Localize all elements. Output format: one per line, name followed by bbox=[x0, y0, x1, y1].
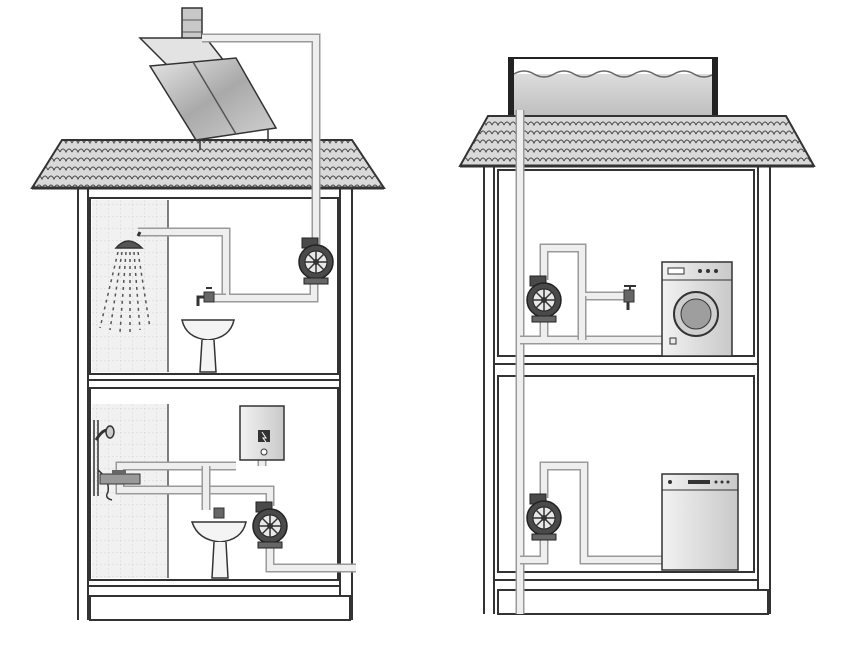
dishwasher-icon bbox=[661, 473, 739, 571]
washbasin-icon bbox=[181, 319, 235, 373]
left-roof bbox=[30, 139, 386, 189]
shower-wall-tiles bbox=[92, 200, 168, 372]
solar-panel-icon bbox=[138, 7, 278, 150]
pump-icon[interactable] bbox=[298, 237, 334, 285]
right-roof bbox=[458, 115, 816, 167]
pump-icon[interactable] bbox=[526, 493, 562, 541]
right-house bbox=[458, 57, 816, 615]
faucet-icon bbox=[623, 285, 636, 310]
faucet-icon bbox=[196, 287, 215, 306]
water-tank-icon bbox=[508, 57, 718, 119]
washing-machine-icon bbox=[661, 261, 733, 357]
left-house-pipes bbox=[115, 33, 356, 573]
pump-icon[interactable] bbox=[252, 501, 288, 549]
pump-icon[interactable] bbox=[526, 275, 562, 323]
right-house-pipes bbox=[515, 110, 664, 614]
shower-icon bbox=[99, 231, 151, 333]
water-heater-icon bbox=[239, 405, 285, 461]
left-house bbox=[30, 7, 386, 621]
washbasin-icon bbox=[190, 507, 247, 579]
mixer-tap-icon bbox=[99, 470, 141, 485]
